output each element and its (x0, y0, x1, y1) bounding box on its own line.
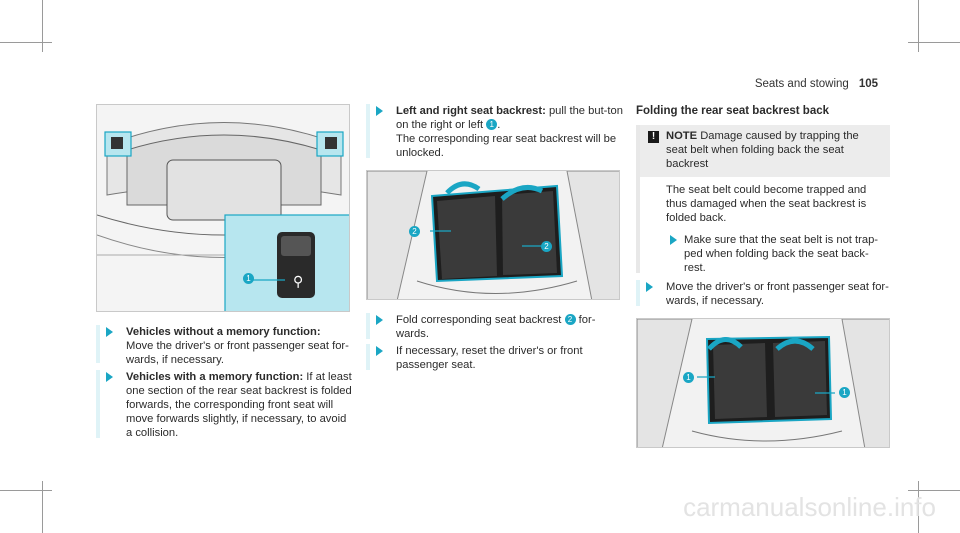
arrow-bullet-icon (670, 235, 677, 245)
step-text: If necessary, reset the driver's or fron… (396, 345, 583, 371)
callout-1: 1 (243, 273, 254, 284)
section-title: Seats and stowing (754, 78, 849, 90)
step-text: Move the driver's or front passenger sea… (666, 281, 889, 307)
crop-mark (0, 490, 52, 491)
note-step: Make sure that the seat belt is not trap… (666, 233, 882, 275)
step-pull-button: Left and right seat backrest: pull the b… (366, 104, 624, 159)
step-result: The corresponding rear seat backrest wil… (396, 133, 617, 159)
step-lead: Vehicles without a memory function: (126, 326, 321, 338)
crop-mark (908, 42, 960, 43)
arrow-bullet-icon (376, 106, 383, 116)
page-header: Seats and stowing 105 (755, 77, 878, 91)
note-header: ! NOTE Damage caused by trapping the sea… (640, 125, 890, 177)
callout-1: 1 (486, 119, 498, 130)
crop-mark (908, 490, 960, 491)
note-box: ! NOTE Damage caused by trapping the sea… (636, 125, 890, 274)
rear-seat-fold-back-illustration: 1 1 (636, 318, 890, 448)
note-label: NOTE (666, 130, 698, 142)
arrow-bullet-icon (106, 327, 113, 337)
trunk-illustration: ⚲ 1 (96, 104, 350, 312)
callout-2: 2 (409, 226, 420, 237)
trunk-drawing: ⚲ (97, 105, 349, 311)
step-text-end: . (497, 119, 501, 131)
callout-1: 1 (683, 372, 694, 383)
rear-seat-illustration: 2 2 (366, 170, 620, 300)
crop-mark (42, 481, 43, 533)
note-body-text: The seat belt could become trapped and t… (666, 184, 867, 224)
step-move-seat: Move the driver's or front passenger sea… (636, 280, 894, 307)
step-text: pull the but-ton on the right or left (396, 105, 623, 131)
rear-seat-drawing (367, 171, 619, 299)
step-lead: Left and right seat backrest: (396, 105, 546, 117)
crop-mark (918, 481, 919, 533)
callout-1: 1 (839, 387, 850, 398)
crop-mark (918, 0, 919, 52)
note-step-text: Make sure that the seat belt is not trap… (684, 234, 879, 274)
svg-text:⚲: ⚲ (293, 274, 303, 290)
note-head-text: Damage caused by trapping the seat belt … (666, 130, 859, 170)
step-text-end: for-wards. (396, 314, 596, 340)
step-fold-forward: Fold corresponding seat backrest 2 for-w… (366, 313, 624, 340)
step-no-memory: Vehicles without a memory function: Move … (96, 325, 352, 366)
page-number: 105 (858, 78, 878, 90)
note-body: The seat belt could become trapped and t… (640, 177, 890, 279)
step-reset-seat: If necessary, reset the driver's or fron… (366, 344, 624, 371)
step-text: Fold corresponding seat backrest (396, 314, 562, 326)
arrow-bullet-icon (646, 282, 653, 292)
arrow-bullet-icon (106, 372, 113, 382)
section-heading: Folding the rear seat backrest back (636, 105, 830, 117)
warning-icon: ! (648, 131, 659, 143)
arrow-bullet-icon (376, 346, 383, 356)
step-lead: Vehicles with a memory function: (126, 371, 304, 383)
arrow-bullet-icon (376, 315, 383, 325)
step-text: Move the driver's or front passenger sea… (126, 340, 349, 366)
crop-mark (42, 0, 43, 52)
watermark: carmanualsonline.info (683, 492, 936, 522)
callout-2: 2 (564, 314, 576, 325)
step-text: If at least one section of the rear seat… (126, 371, 352, 439)
rear-seat-fold-back-drawing (637, 319, 889, 447)
callout-2: 2 (541, 241, 552, 252)
crop-mark (0, 42, 52, 43)
step-with-memory: Vehicles with a memory function: If at l… (96, 370, 352, 439)
